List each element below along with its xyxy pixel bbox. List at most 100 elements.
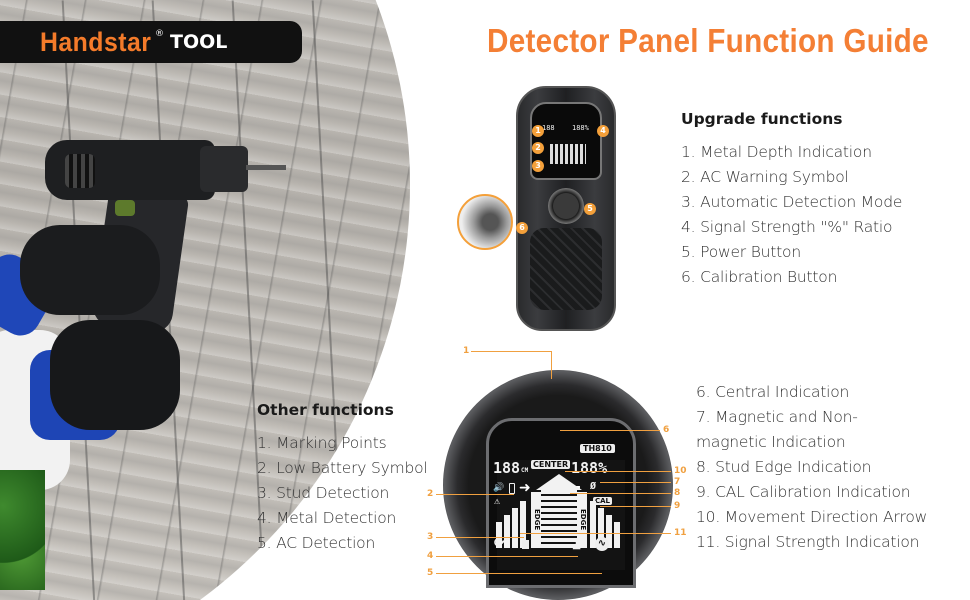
drill-chuck <box>200 146 248 192</box>
callout-1: 1 <box>463 346 470 356</box>
arrow-right-icon: ➜ <box>519 480 531 496</box>
list-item: 5. AC Detection <box>257 534 376 552</box>
brand-name: Handstar <box>40 26 152 57</box>
signal-bar <box>512 508 518 548</box>
device-screen: 188 188% <box>530 102 602 180</box>
mini-lcd-depth: 188 <box>542 124 555 132</box>
cal-indicator: CAL <box>593 497 613 505</box>
drill-vent <box>65 154 95 188</box>
badge-1: 1 <box>532 125 544 137</box>
list-item: 1. Metal Depth Indication <box>681 143 872 161</box>
glove <box>50 320 180 430</box>
power-button <box>548 188 584 224</box>
signal-bar <box>496 522 502 548</box>
callout-6: 6 <box>663 425 670 435</box>
list-item: 4. Signal Strength "%" Ratio <box>681 218 893 236</box>
battery-icon <box>509 483 515 494</box>
list-item: 5. Power Button <box>681 243 801 261</box>
signal-bar <box>504 515 510 548</box>
callout-line <box>436 537 524 538</box>
product-photo-drill-wall <box>0 0 410 600</box>
drill-trigger-accent <box>115 200 135 216</box>
callout-line <box>551 351 552 379</box>
list-item: 3. Stud Detection <box>257 484 390 502</box>
edge-indicator-left: EDGE <box>531 492 541 548</box>
badge-5: 5 <box>584 203 596 215</box>
signal-bar <box>598 508 604 548</box>
badge-3: 3 <box>532 160 544 172</box>
mini-lcd-bars <box>550 144 586 164</box>
signal-bar <box>520 501 526 548</box>
callout-5: 5 <box>427 568 434 578</box>
callout-line <box>600 482 671 483</box>
callout-line <box>436 556 578 557</box>
edge-indicator-right: EDGE <box>577 492 587 548</box>
list-item: 6. Calibration Button <box>681 268 838 286</box>
center-house-icon <box>536 474 582 490</box>
depth-readout: 188 <box>493 459 521 477</box>
signal-bar <box>606 515 612 548</box>
mini-lcd-percent: 188% <box>572 124 589 132</box>
callout-line <box>565 471 671 472</box>
center-indicator: CENTER <box>531 460 571 469</box>
upgrade-functions-list: Upgrade functions 1. Metal Depth Indicat… <box>681 110 902 290</box>
page-title: Detector Panel Function Guide <box>487 22 929 59</box>
callout-2: 2 <box>427 489 434 499</box>
callout-4: 4 <box>427 551 434 561</box>
callout-7: 7 <box>674 477 681 487</box>
callout-line <box>520 533 671 534</box>
registered-mark: ® <box>155 29 165 39</box>
depth-unit: CM <box>521 467 529 474</box>
other-functions-list: Other functions 1. Marking Points 2. Low… <box>257 401 428 556</box>
device-grip <box>530 228 602 310</box>
speaker-icon: 🔊 <box>493 483 505 493</box>
upgrade-functions-heading: Upgrade functions <box>681 110 843 128</box>
stud-detector-device: 188 188% <box>516 86 616 331</box>
list-item: 3. Automatic Detection Mode <box>681 193 903 211</box>
list-item: 2. Low Battery Symbol <box>257 459 428 477</box>
brand-suffix: TOOL <box>170 31 228 53</box>
list-item: 2. AC Warning Symbol <box>681 168 849 186</box>
list-item: 9. CAL Calibration Indication <box>696 483 911 501</box>
ac-icon: ∿ <box>595 537 609 551</box>
glove <box>20 225 160 315</box>
callout-10: 10 <box>674 466 687 476</box>
callout-9: 9 <box>674 501 681 511</box>
callout-line <box>471 351 551 352</box>
callout-3: 3 <box>427 532 434 542</box>
badge-2: 2 <box>532 142 544 154</box>
badge-6: 6 <box>516 222 528 234</box>
brand-logo: Handstar ® TOOL <box>0 21 302 63</box>
warning-icon: ⚠ <box>494 496 501 507</box>
center-stud-bars <box>541 490 577 548</box>
calibration-button-zoom <box>457 194 513 250</box>
plant-leaves <box>0 470 45 590</box>
list-item: 8. Stud Edge Indication <box>696 458 872 476</box>
list-item: magnetic Indication <box>696 433 846 451</box>
list-item: 1. Marking Points <box>257 434 387 452</box>
model-label: TH810 <box>580 444 615 453</box>
list-item: 7. Magnetic and Non- <box>696 408 858 426</box>
magnetic-icon: Ø <box>590 481 597 492</box>
list-item: 11. Signal Strength Indication <box>696 533 920 551</box>
callout-line <box>600 506 671 507</box>
callout-line <box>436 494 514 495</box>
auto-mode-icon: ⟳ <box>494 536 505 551</box>
callout-line <box>560 430 660 431</box>
callout-line <box>436 573 602 574</box>
display-functions-list: 6. Central Indication 7. Magnetic and No… <box>696 380 927 555</box>
callout-line <box>570 493 671 494</box>
list-item: 4. Metal Detection <box>257 509 397 527</box>
other-functions-heading: Other functions <box>257 401 394 419</box>
drill-bit <box>246 165 286 170</box>
signal-bar <box>590 501 596 548</box>
callout-8: 8 <box>674 488 681 498</box>
metal-icon: Ɪ <box>573 538 581 553</box>
badge-4: 4 <box>597 125 609 137</box>
signal-percent: 188% <box>571 459 608 477</box>
list-item: 10. Movement Direction Arrow <box>696 508 928 526</box>
list-item: 6. Central Indication <box>696 383 850 401</box>
signal-bar <box>614 522 620 548</box>
stud-icon <box>522 540 529 549</box>
callout-11: 11 <box>674 528 687 538</box>
